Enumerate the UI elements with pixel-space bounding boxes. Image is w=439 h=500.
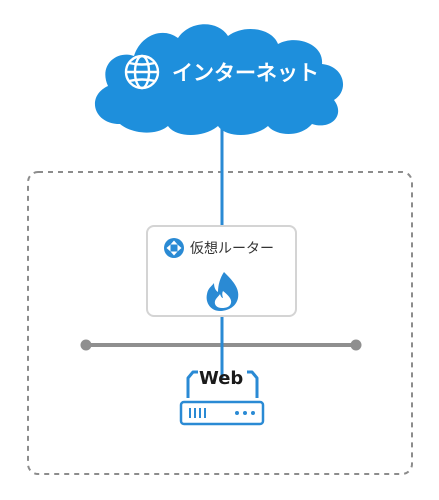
switch-endpoint-right <box>350 339 362 351</box>
router-label: 仮想ルーター <box>190 241 274 257</box>
cloud-shape <box>94 24 344 135</box>
switch-endpoint-left <box>80 339 92 351</box>
server-bracket <box>186 370 198 398</box>
globe-icon <box>124 54 160 90</box>
router-box <box>146 225 297 317</box>
firewall-flame-icon <box>206 272 239 311</box>
virtual-router: 仮想ルーター <box>146 225 297 317</box>
web-server: Web <box>179 368 265 426</box>
private-network-boundary <box>27 171 413 475</box>
server-icon <box>179 400 265 426</box>
internet-cloud: インターネット <box>94 24 344 135</box>
internet-label: インターネット <box>172 61 319 85</box>
router-icon <box>164 238 184 258</box>
server-bracket-right <box>247 370 259 398</box>
server-label: Web <box>199 368 243 389</box>
